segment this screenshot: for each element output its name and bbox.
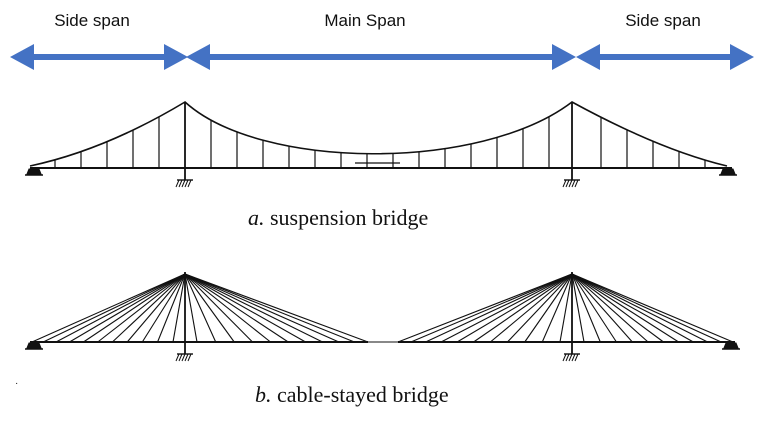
stay-cable <box>507 273 573 343</box>
stay-cable <box>112 273 186 343</box>
stay-cable <box>397 273 573 343</box>
stay-cable <box>425 273 573 343</box>
stay-cable <box>31 273 186 343</box>
stray-dot: · <box>15 378 18 389</box>
cable-stayed-right-support <box>722 342 740 350</box>
stay-cable <box>126 273 186 343</box>
span-arrows <box>10 44 754 70</box>
side-span-left-label: Side span <box>54 11 130 30</box>
suspension-tower-footing-2 <box>562 179 580 188</box>
stay-cable <box>42 273 186 343</box>
stay-cable <box>559 273 573 343</box>
side-span-left-arrow <box>10 44 188 70</box>
stay-cable <box>172 273 186 343</box>
stay-cables <box>31 273 734 343</box>
stay-cable <box>571 273 617 343</box>
stay-cable <box>184 273 217 343</box>
stay-cable <box>571 273 722 343</box>
side-span-right-arrow <box>576 44 754 70</box>
main-span-arrow <box>186 44 576 70</box>
suspension-bridge-drawing <box>25 101 737 188</box>
stay-cable <box>524 273 573 343</box>
stay-cable <box>571 273 649 343</box>
cable-stayed-left-support <box>25 342 43 350</box>
suspension-right-support <box>719 168 737 176</box>
cable-stayed-tower-footing-1 <box>175 353 193 362</box>
caption-letter-b: b. <box>255 382 272 407</box>
stay-cable <box>184 273 369 343</box>
stay-cable <box>184 273 198 343</box>
stay-cable <box>571 273 679 343</box>
main-span-label: Main Span <box>324 11 405 30</box>
stay-cable <box>83 273 186 343</box>
suspension-supports <box>25 168 737 176</box>
suspension-towers <box>175 102 580 188</box>
stay-cable <box>184 273 306 343</box>
caption-text-cable-stayed: cable-stayed bridge <box>272 382 449 407</box>
stay-cable <box>184 273 253 343</box>
stay-cable <box>571 273 601 343</box>
stay-cable <box>490 273 573 343</box>
stay-cable <box>184 273 235 343</box>
suspension-tower-footing-1 <box>175 179 193 188</box>
caption-letter-a: a. <box>248 205 265 230</box>
side-span-right-label: Side span <box>625 11 701 30</box>
stay-cable <box>97 273 186 343</box>
stay-cable <box>473 273 573 343</box>
stay-cable <box>184 273 340 343</box>
stay-cable <box>157 273 186 343</box>
stay-cable <box>571 273 734 343</box>
stay-cable <box>55 273 186 343</box>
suspension-hangers <box>54 116 706 168</box>
stay-cable <box>440 273 573 343</box>
stay-cable <box>571 273 694 343</box>
cable-stayed-bridge-caption: b. cable-stayed bridge <box>255 382 449 407</box>
stay-cable <box>541 273 573 343</box>
stay-cable <box>184 273 355 343</box>
caption-text-suspension: suspension bridge <box>265 205 429 230</box>
stay-cable <box>571 273 664 343</box>
stay-cable <box>571 273 585 343</box>
stay-cable <box>456 273 573 343</box>
cable-stayed-tower-footing-2 <box>562 353 580 362</box>
cable-stayed-towers <box>175 272 580 362</box>
stay-cable <box>69 273 186 343</box>
stay-cable <box>184 273 323 343</box>
stay-cable <box>410 273 573 343</box>
stay-cable <box>184 273 271 343</box>
suspension-main-cable <box>29 101 728 167</box>
cable-stayed-bridge-drawing <box>25 272 740 362</box>
suspension-left-support <box>25 168 43 176</box>
stay-cable <box>571 273 633 343</box>
suspension-bridge-caption: a. suspension bridge <box>248 205 428 230</box>
stay-cable <box>141 273 186 343</box>
stay-cable <box>571 273 708 343</box>
cable-stayed-supports <box>25 342 740 350</box>
stay-cable <box>184 273 289 343</box>
